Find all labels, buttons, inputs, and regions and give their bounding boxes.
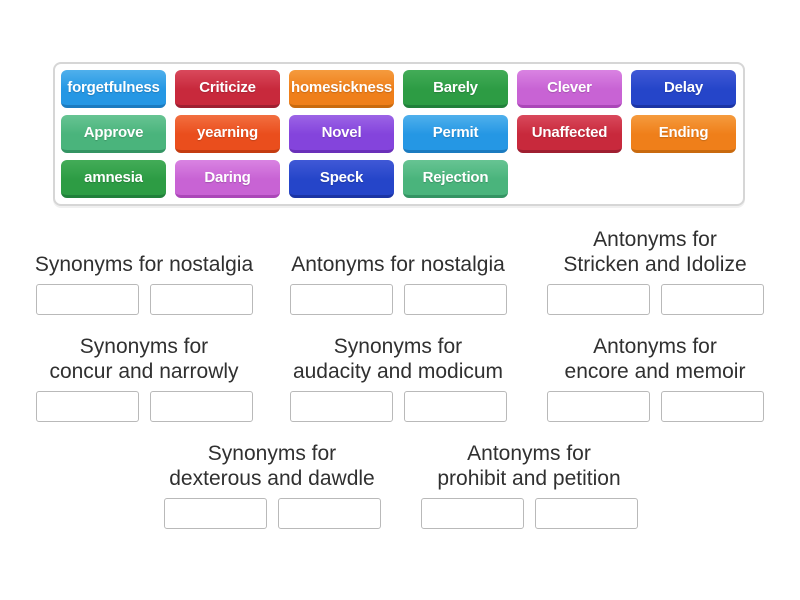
drop-slot[interactable] bbox=[546, 284, 650, 315]
slot-row bbox=[289, 284, 507, 315]
group-title: Antonyms for nostalgia bbox=[291, 253, 505, 276]
category-group: Antonyms for nostalgia bbox=[278, 225, 518, 315]
slot-row bbox=[35, 391, 253, 422]
word-tile[interactable]: amnesia bbox=[61, 160, 166, 198]
category-group: Antonyms for Stricken and Idolize bbox=[535, 225, 775, 315]
word-tile[interactable]: Criticize bbox=[175, 70, 280, 108]
word-tile[interactable]: Ending bbox=[631, 115, 736, 153]
drop-slot[interactable] bbox=[660, 391, 764, 422]
word-tile[interactable]: Delay bbox=[631, 70, 736, 108]
group-title: Antonyms for encore and memoir bbox=[564, 335, 746, 383]
group-title: Synonyms for dexterous and dawdle bbox=[169, 442, 375, 490]
word-tile[interactable]: Rejection bbox=[403, 160, 508, 198]
slot-row bbox=[546, 391, 764, 422]
drop-slot[interactable] bbox=[149, 391, 253, 422]
word-tile[interactable]: Speck bbox=[289, 160, 394, 198]
drop-slot[interactable] bbox=[660, 284, 764, 315]
category-group: Antonyms for encore and memoir bbox=[535, 332, 775, 422]
drop-slot[interactable] bbox=[149, 284, 253, 315]
word-tile[interactable]: Clever bbox=[517, 70, 622, 108]
word-tile[interactable]: forgetfulness bbox=[61, 70, 166, 108]
word-tile[interactable]: Permit bbox=[403, 115, 508, 153]
drop-slot[interactable] bbox=[35, 284, 139, 315]
drop-slot[interactable] bbox=[403, 284, 507, 315]
slot-row bbox=[35, 284, 253, 315]
group-title: Antonyms for prohibit and petition bbox=[437, 442, 621, 490]
group-title: Synonyms for nostalgia bbox=[34, 253, 254, 276]
drop-slot[interactable] bbox=[534, 498, 638, 529]
category-group: Synonyms for concur and narrowly bbox=[24, 332, 264, 422]
drop-slot[interactable] bbox=[546, 391, 650, 422]
word-tile[interactable]: Barely bbox=[403, 70, 508, 108]
group-title: Synonyms for audacity and modicum bbox=[292, 335, 504, 383]
slot-row bbox=[289, 391, 507, 422]
slot-row bbox=[163, 498, 381, 529]
word-tile[interactable]: Novel bbox=[289, 115, 394, 153]
word-tile[interactable]: yearning bbox=[175, 115, 280, 153]
category-group: Synonyms for nostalgia bbox=[24, 225, 264, 315]
drop-slot[interactable] bbox=[289, 391, 393, 422]
category-group: Synonyms for audacity and modicum bbox=[278, 332, 518, 422]
word-tile[interactable]: Unaffected bbox=[517, 115, 622, 153]
drop-slot[interactable] bbox=[420, 498, 524, 529]
drop-slot[interactable] bbox=[403, 391, 507, 422]
drop-slot[interactable] bbox=[163, 498, 267, 529]
group-title: Synonyms for concur and narrowly bbox=[49, 335, 239, 383]
slot-row bbox=[420, 498, 638, 529]
word-tile[interactable]: homesickness bbox=[289, 70, 394, 108]
category-group: Synonyms for dexterous and dawdle bbox=[152, 439, 392, 529]
word-tile[interactable]: Daring bbox=[175, 160, 280, 198]
drop-slot[interactable] bbox=[277, 498, 381, 529]
drop-slot[interactable] bbox=[35, 391, 139, 422]
slot-row bbox=[546, 284, 764, 315]
word-tile[interactable]: Approve bbox=[61, 115, 166, 153]
drop-slot[interactable] bbox=[289, 284, 393, 315]
category-group: Antonyms for prohibit and petition bbox=[409, 439, 649, 529]
group-title: Antonyms for Stricken and Idolize bbox=[563, 228, 747, 276]
